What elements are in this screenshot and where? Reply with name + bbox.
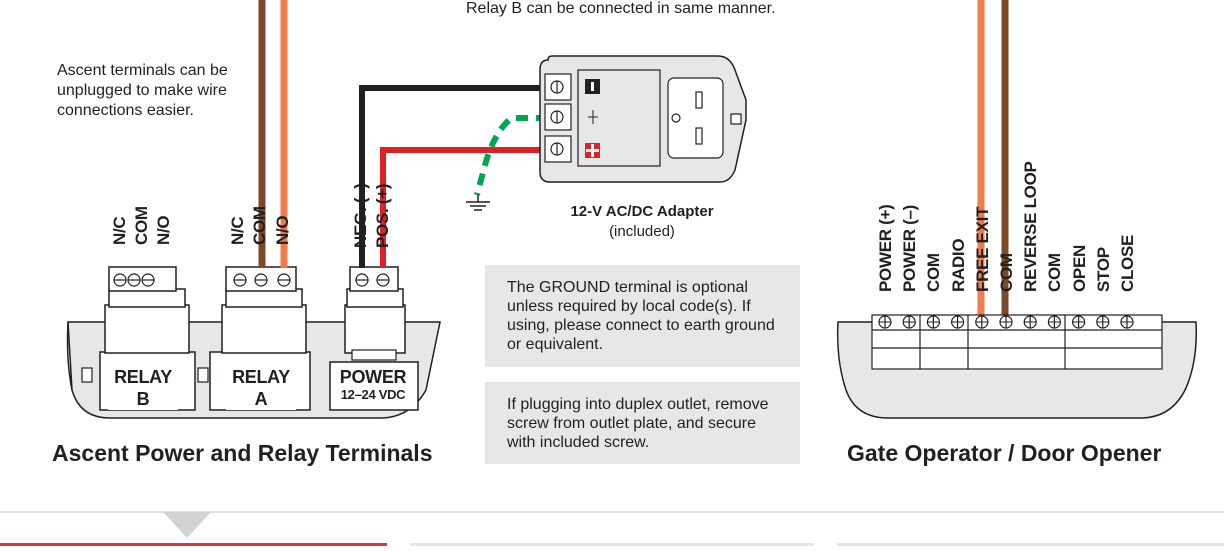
relay-a-pin-com: COM xyxy=(250,206,269,245)
ground-symbol xyxy=(466,195,490,211)
gate-terminal-label: CLOSE xyxy=(1118,234,1137,292)
relay-a-pin-nc: N/C xyxy=(228,216,247,245)
wire-pos-red xyxy=(380,147,548,268)
relay-b-label: RELAY B xyxy=(108,366,178,410)
gate-terminal-label: FREE EXIT xyxy=(972,206,992,292)
gate-terminal-strip xyxy=(871,314,1163,370)
wire-ground-green xyxy=(474,115,548,196)
relay-a-pin-no: N/O xyxy=(273,215,292,245)
power-pin-neg: NEG. (–) xyxy=(351,183,370,248)
gate-terminal-label: POWER (+) xyxy=(876,204,895,293)
section-tabs xyxy=(0,510,1224,546)
gate-terminal-label: RADIO xyxy=(948,238,968,292)
gate-terminal-label: COM xyxy=(997,253,1016,292)
adapter-subtitle: (included) xyxy=(609,223,675,240)
tab-indicator-2 xyxy=(410,543,814,546)
unplug-note: Ascent terminals can be unplugged to mak… xyxy=(57,62,228,119)
power-label-name: POWER xyxy=(339,367,407,387)
tab-indicator-3 xyxy=(837,543,1224,546)
gate-caption: Gate Operator / Door Opener xyxy=(847,440,1162,466)
section-pointer xyxy=(163,512,211,538)
outlet-info-box: If plugging into duplex outlet, remove s… xyxy=(485,382,800,464)
tab-indicator-active xyxy=(0,543,387,546)
relay-b-pin-com: COM xyxy=(132,206,151,245)
power-pin-pos: POS. (+) xyxy=(373,183,392,248)
gate-terminal-label: COM xyxy=(924,253,944,292)
wire-neg-black xyxy=(359,85,548,268)
power-label: POWER 12–24 VDC xyxy=(332,366,414,402)
relay-b-pin-no: N/O xyxy=(154,215,173,245)
gate-terminal-label: POWER (–) xyxy=(900,204,920,292)
ascent-caption: Ascent Power and Relay Terminals xyxy=(52,440,433,466)
ground-info-box: The GROUND terminal is optional unless r… xyxy=(485,265,800,367)
gate-terminal-label: OPEN xyxy=(1069,245,1089,292)
adapter xyxy=(539,55,747,183)
outlet-info-text: If plugging into duplex outlet, remove s… xyxy=(507,396,769,451)
gate-terminal-label: STOP xyxy=(1093,247,1113,292)
relay-b-pin-nc: N/C xyxy=(110,216,129,245)
relay-b-note: Relay B can be connected in same manner. xyxy=(466,0,776,17)
gate-terminal-label: COM xyxy=(1045,253,1065,292)
power-label-voltage: 12–24 VDC xyxy=(340,387,406,402)
relay-a-label: RELAY A xyxy=(226,366,296,410)
gate-terminal-label: REVERSE LOOP xyxy=(1021,161,1041,292)
adapter-title: 12-V AC/DC Adapter xyxy=(570,203,714,220)
ground-info-text: The GROUND terminal is optional unless r… xyxy=(507,279,775,353)
